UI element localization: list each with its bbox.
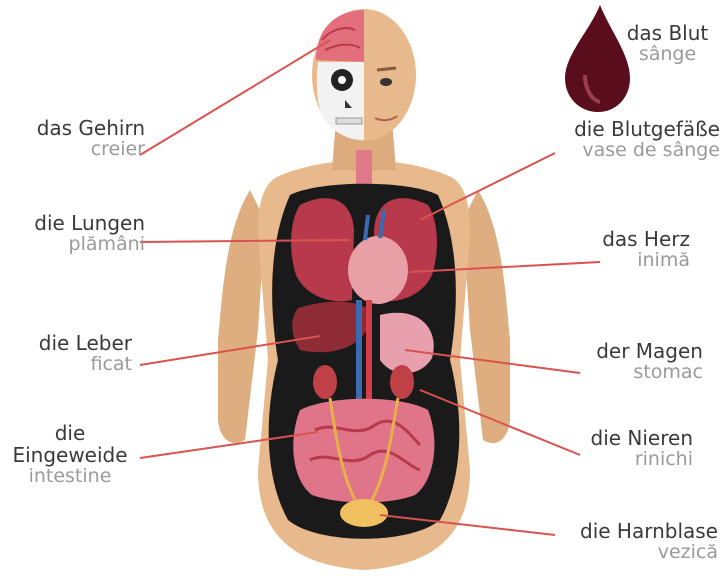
label-vessels-de: die Blutgefäße [542,118,720,140]
label-lungs: die Lungen plămâni [10,212,145,255]
label-bladder: die Harnblase vezică [540,520,718,563]
label-liver-de: die Leber [10,332,132,354]
label-stomach-ro: stomac [560,362,703,383]
label-brain-ro: creier [10,139,145,160]
human-body-figure [218,9,510,570]
label-liver-ro: ficat [10,354,132,375]
label-vessels: die Blutgefäße vase de sânge [542,118,720,161]
label-heart: das Herz inimă [560,228,690,271]
label-brain-de: das Gehirn [10,117,145,139]
label-vessels-ro: vase de sânge [542,140,720,161]
label-blood: das Blut sânge [610,22,725,65]
label-heart-de: das Herz [560,228,690,250]
line-brain [140,40,330,155]
label-blood-ro: sânge [610,44,725,65]
label-intestine-de1: die [0,422,140,444]
label-bladder-ro: vezică [540,542,718,563]
label-kidneys-ro: rinichi [560,449,693,470]
label-kidneys: die Nieren rinichi [560,427,693,470]
label-lungs-de: die Lungen [10,212,145,234]
label-blood-de: das Blut [610,22,725,44]
label-stomach: der Magen stomac [560,340,703,383]
label-bladder-de: die Harnblase [540,520,718,542]
label-intestine: die Eingeweide intestine [0,422,140,487]
label-lungs-ro: plămâni [10,234,145,255]
label-liver: die Leber ficat [10,332,132,375]
label-kidneys-de: die Nieren [560,427,693,449]
label-intestine-de2: Eingeweide [0,444,140,466]
label-stomach-de: der Magen [560,340,703,362]
label-intestine-ro: intestine [0,466,140,487]
label-brain: das Gehirn creier [10,117,145,160]
label-heart-ro: inimă [560,250,690,271]
